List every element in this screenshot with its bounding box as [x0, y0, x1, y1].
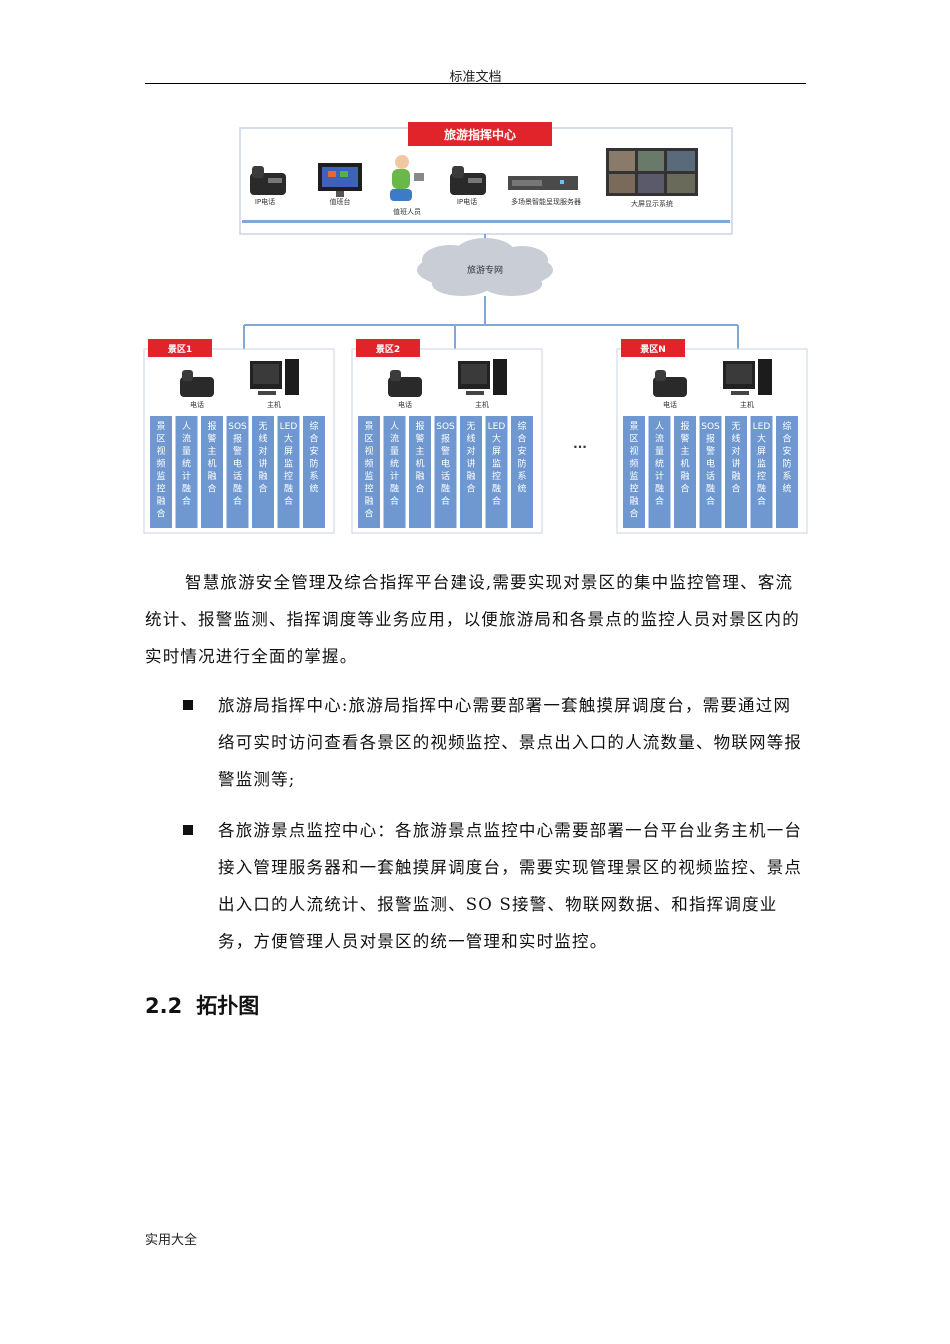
bullet-item: 各旅游景点监控中心：各旅游景点监控中心需要部署一台平台业务主机一台接入管理服务器… [183, 812, 806, 960]
module-column: 无线对讲融合 [252, 416, 274, 528]
zone-banner [148, 339, 212, 357]
phone-label: 电话 [190, 400, 204, 409]
computer-icon [250, 359, 299, 395]
operator-icon [390, 155, 424, 201]
module-column: 人流量统计融合 [648, 416, 671, 528]
computer-icon [458, 359, 507, 395]
module-label: 人流量统计融合 [655, 421, 664, 507]
host-label: 主机 [740, 400, 754, 409]
module-column: 人流量统计融合 [175, 416, 198, 528]
page-header: 标准文档 [449, 70, 502, 85]
phone-label: 电话 [398, 400, 412, 409]
server-icon [508, 176, 578, 190]
bullet-text: 各旅游景点监控中心：各旅游景点监控中心需要部署一台平台业务主机一台接入管理服务器… [218, 821, 803, 951]
ellipsis-text: ... [573, 437, 587, 451]
module-label: 综合安防系统 [309, 420, 318, 495]
bullet-text: 旅游局指挥中心:旅游局指挥中心需要部署一套触摸屏调度台，需要通过网络可实时访问查… [218, 696, 803, 789]
module-label: 景区视频监控融合 [629, 421, 638, 520]
module-column: 综合安防系统 [511, 416, 533, 528]
module-label: 人流量统计融合 [390, 421, 399, 507]
host-label: 主机 [267, 400, 281, 409]
device-label: 值班人员 [393, 207, 421, 216]
module-label: 报警主机融合 [207, 420, 216, 495]
module-label: 报警主机融合 [415, 420, 424, 495]
module-column: 报警主机融合 [674, 416, 696, 528]
phone-icon [388, 370, 422, 397]
module-column: 无线对讲融合 [725, 416, 747, 528]
phone-icon [653, 370, 687, 397]
body-paragraph: 智慧旅游安全管理及综合指挥平台建设,需要实现对景区的集中监控管理、客流统计、报警… [145, 573, 800, 666]
command-center-banner [408, 122, 552, 146]
phone-icon [450, 166, 486, 195]
zone-banner [621, 339, 685, 357]
module-column: 报警主机融合 [409, 416, 431, 528]
phone-icon [180, 370, 214, 397]
topology-diagram: 旅游指挥中心 IP电话 值班台 值班人员 IP电话 [143, 122, 808, 534]
module-column: 人流量统计融合 [383, 416, 406, 528]
zone-label: 景区2 [376, 344, 400, 355]
network-label: 旅游专网 [467, 264, 503, 276]
square-bullet-icon [183, 825, 193, 835]
device-label: 大屏显示系统 [631, 199, 673, 208]
module-column: 无线对讲融合 [460, 416, 482, 528]
square-bullet-icon [183, 700, 193, 710]
zone-label: 景区1 [168, 344, 192, 355]
module-column: 报警主机融合 [201, 416, 223, 528]
module-label: 综合安防系统 [782, 420, 791, 495]
command-center-bus [242, 220, 730, 223]
section-heading: 2.2 拓扑图 [145, 990, 259, 1020]
monitor-icon [318, 163, 362, 197]
network-cloud [417, 238, 553, 296]
module-column: 景区视频监控融合 [150, 416, 172, 528]
module-column: 综合安防系统 [303, 416, 325, 528]
module-column: 景区视频监控融合 [623, 416, 645, 528]
zone-banner [356, 339, 420, 357]
module-label: 综合安防系统 [517, 420, 526, 495]
device-label: IP电话 [255, 197, 275, 206]
host-label: 主机 [475, 400, 489, 409]
header-rule [145, 83, 806, 84]
video-wall-icon [606, 148, 698, 196]
command-center-label: 旅游指挥中心 [444, 127, 516, 142]
device-label: 值班台 [330, 197, 351, 206]
section-title: 拓扑图 [196, 994, 260, 1018]
module-label: 无线对讲融合 [731, 421, 740, 495]
page-footer: 实用大全 [145, 1233, 198, 1248]
module-label: 无线对讲融合 [466, 421, 475, 495]
section-number: 2.2 [145, 994, 183, 1018]
device-label: 多场景智能呈现服务器 [511, 197, 581, 206]
computer-icon [723, 359, 772, 395]
phone-icon [250, 166, 286, 195]
module-label: 景区视频监控融合 [156, 421, 165, 520]
bullet-item: 旅游局指挥中心:旅游局指挥中心需要部署一套触摸屏调度台，需要通过网络可实时访问查… [183, 687, 806, 798]
module-label: 人流量统计融合 [182, 421, 191, 507]
module-label: 景区视频监控融合 [364, 421, 373, 520]
module-label: 报警主机融合 [680, 420, 689, 495]
module-label: 无线对讲融合 [258, 421, 267, 495]
zone-label: 景区N [640, 344, 666, 355]
module-column: 景区视频监控融合 [358, 416, 380, 528]
module-column: 综合安防系统 [776, 416, 798, 528]
device-label: IP电话 [457, 197, 477, 206]
phone-label: 电话 [663, 400, 677, 409]
